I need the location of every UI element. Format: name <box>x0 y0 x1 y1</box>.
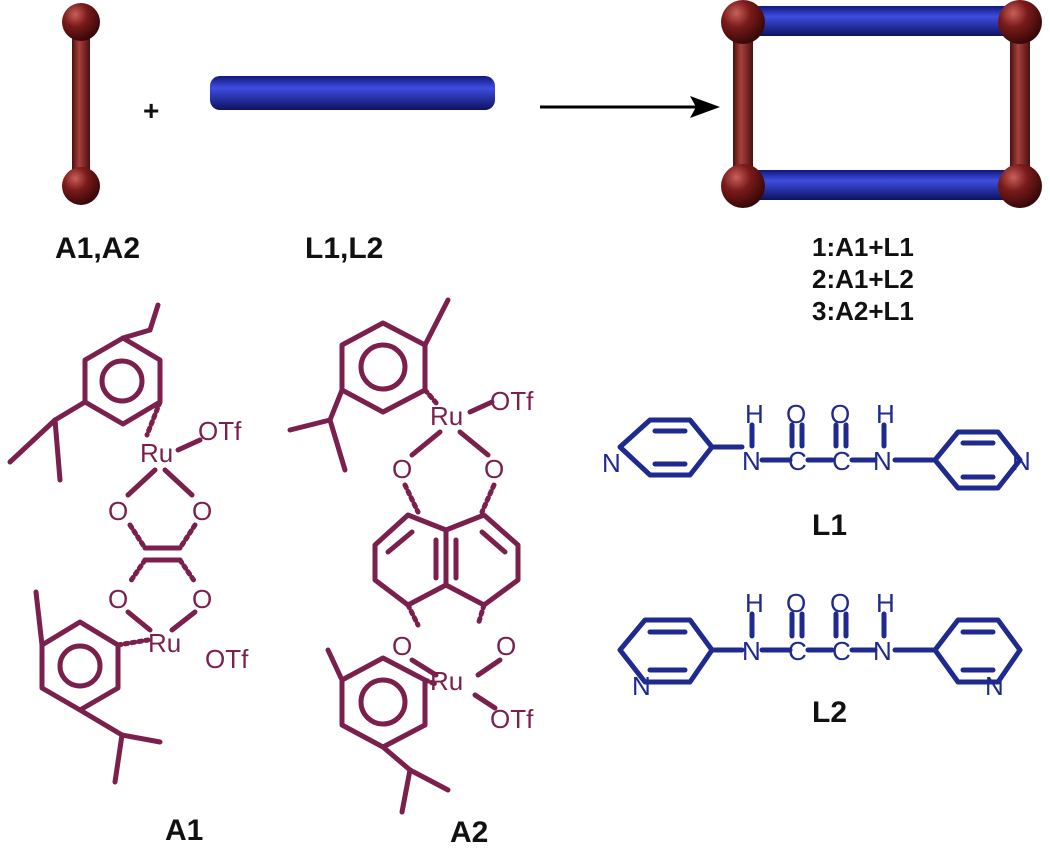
clip-sphere-top <box>62 3 100 41</box>
l1-structure: N N H C O C O N H N <box>602 399 1031 491</box>
ru-atom-label: Ru <box>430 401 463 431</box>
reactant-l-label: L1,L2 <box>305 232 383 265</box>
otf-label: OTf <box>198 416 242 446</box>
o-atom-label: O <box>830 399 850 429</box>
n-atom-label: N <box>742 636 761 666</box>
a1-structure: Ru OTf O O O O Ru OTf <box>7 302 249 785</box>
product-rod-left <box>733 22 753 187</box>
otf-label: OTf <box>490 386 534 416</box>
product-label-2: 2:A1+L2 <box>812 264 914 294</box>
otf-label: OTf <box>205 644 249 674</box>
o-atom-label: O <box>786 399 806 429</box>
a2-structure: Ru OTf O O O O Ru OTf <box>287 297 534 815</box>
ru-atom-label: Ru <box>430 666 463 696</box>
l2-label: L2 <box>812 696 847 729</box>
n-atom-label: N <box>985 671 1004 701</box>
c-atom-label: C <box>832 636 851 666</box>
o-atom-label: O <box>108 584 128 614</box>
clip-building-block <box>62 3 100 205</box>
product-label-1: 1:A1+L1 <box>812 232 914 262</box>
o-atom-label: O <box>484 454 504 484</box>
n-atom-label: N <box>632 671 651 701</box>
h-atom-label: H <box>876 399 895 429</box>
ligand-rod <box>210 76 495 110</box>
product-label-3: 3:A2+L1 <box>812 296 914 326</box>
ru-atom-label: Ru <box>148 628 181 658</box>
plus-sign: + <box>143 95 159 126</box>
ru-atom-label: Ru <box>140 438 173 468</box>
o-atom-label: O <box>392 454 412 484</box>
o-atom-label: O <box>108 496 128 526</box>
c-atom-label: C <box>788 636 807 666</box>
o-atom-label: O <box>192 496 212 526</box>
o-atom-label: O <box>192 584 212 614</box>
product-sphere <box>721 0 765 44</box>
product-rod-right <box>1010 22 1030 187</box>
n-atom-label: N <box>1012 446 1031 476</box>
c-atom-label: C <box>832 446 851 476</box>
otf-label: OTf <box>490 704 534 734</box>
product-rod-bottom <box>740 170 1020 200</box>
o-atom-label: O <box>786 588 806 618</box>
product-sphere <box>721 164 765 208</box>
o-atom-label: O <box>830 588 850 618</box>
o-atom-label: O <box>392 631 412 661</box>
a2-label: A2 <box>450 816 488 849</box>
product-sphere <box>998 164 1042 208</box>
product-rod-top <box>740 6 1020 36</box>
rectangle-product <box>721 0 1042 208</box>
clip-sphere-bottom <box>62 167 100 205</box>
o-atom-label: O <box>496 631 516 661</box>
reaction-arrow <box>540 96 720 118</box>
clip-rod <box>72 15 90 185</box>
n-atom-label: N <box>602 448 621 478</box>
c-atom-label: C <box>788 446 807 476</box>
product-sphere <box>998 0 1042 44</box>
n-atom-label: N <box>873 446 892 476</box>
a1-label: A1 <box>165 814 203 847</box>
h-atom-label: H <box>745 399 764 429</box>
n-atom-label: N <box>742 446 761 476</box>
l2-structure: N N H C O C O N H N <box>617 588 1023 701</box>
h-atom-label: H <box>876 588 895 618</box>
l1-label: L1 <box>812 509 847 542</box>
n-atom-label: N <box>873 636 892 666</box>
h-atom-label: H <box>745 588 764 618</box>
reactant-a-label: A1,A2 <box>55 232 140 265</box>
